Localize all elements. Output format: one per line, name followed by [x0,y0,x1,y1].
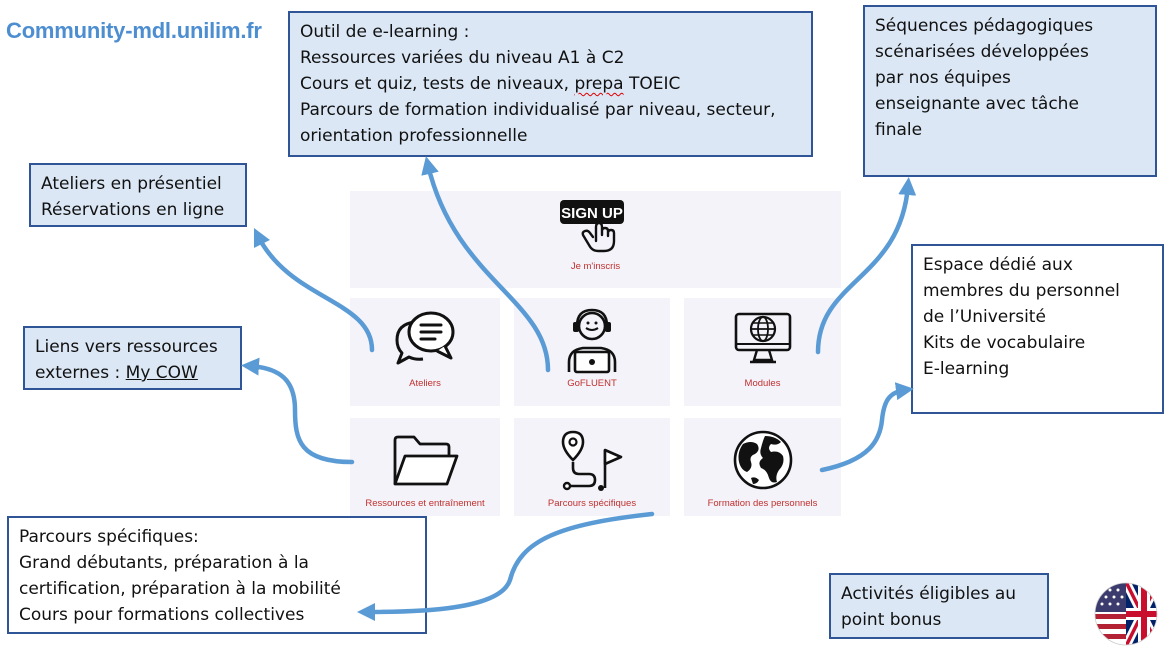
callout-text: TOEIC [623,74,681,94]
my-cow-link[interactable]: My COW [125,363,198,383]
arrow-parcours [357,511,655,621]
us-uk-flag-icon[interactable] [1094,582,1158,651]
callout-text: Cours et quiz, tests de niveaux, [300,74,575,94]
callout-liens: Liens vers ressources externes : My COW [23,326,242,390]
arrow-ressources [241,357,355,465]
callout-line: orientation professionnelle [300,126,528,146]
callout-line: Parcours spécifiques: [19,527,199,547]
callout-line: Cours et quiz, tests de niveaux, prepa T… [300,71,801,97]
tile-label: Ressources et entraînement [365,498,485,509]
tile-label: Ateliers [409,378,441,389]
callout-line: E-learning [923,359,1010,379]
arrow-modules [815,177,917,355]
callout-line: Ressources variées du niveau A1 à C2 [300,48,625,68]
callout-line: enseignante avec tâche [875,94,1079,114]
route-flag-icon [557,428,627,499]
tile-label: GoFLUENT [567,378,617,389]
tile-formation[interactable]: Formation des personnels [684,418,841,516]
headset-user-icon [559,306,625,381]
tile-ressources[interactable]: Ressources et entraînement [350,418,500,516]
chat-bubbles-icon [389,308,461,377]
callout-bonus: Activités éligibles au point bonus [829,573,1049,639]
callout-line: Liens vers ressources [35,337,218,357]
callout-line: externes : My COW [35,360,230,386]
tile-signup[interactable]: SIGN UP Je m'inscris [350,191,841,288]
tile-ateliers[interactable]: Ateliers [350,298,500,406]
arrow-gofluent [421,156,551,373]
sign-up-text: SIGN UP [561,205,623,222]
folder-icon [389,432,461,495]
tile-label: Formation des personnels [707,498,818,509]
tile-modules[interactable]: Modules [684,298,841,406]
callout-line: Ateliers en présentiel [41,174,222,194]
tile-parcours[interactable]: Parcours spécifiques [514,418,670,516]
tile-label: Parcours spécifiques [547,498,637,509]
callout-line: point bonus [841,610,942,630]
callout-line: par nos équipes [875,68,1011,88]
callout-text: externes : [35,363,126,383]
callout-line: Outil de e-learning : [300,22,470,42]
callout-line: Cours pour formations collectives [19,605,305,625]
callout-line: Activités éligibles au [841,584,1017,604]
callout-line: Kits de vocabulaire [923,333,1086,353]
callout-line: de l’Université [923,307,1046,327]
sign-up-icon: SIGN UP [556,197,636,258]
callout-ateliers: Ateliers en présentiel Réservations en l… [29,163,247,227]
callout-line: Espace dédié aux [923,255,1073,275]
callout-line: Réservations en ligne [41,200,225,220]
callout-elearning: Outil de e-learning : Ressources variées… [288,11,813,157]
tile-label: Modules [744,378,781,389]
callout-line: membres du personnel [923,281,1120,301]
callout-line: certification, préparation à la mobilité [19,579,341,599]
tile-gofluent[interactable]: GoFLUENT [514,298,670,406]
callout-line: Séquences pédagogiques [875,16,1094,36]
callout-line: Grand débutants, préparation à la [19,553,309,573]
world-globe-icon [731,428,795,497]
callout-line: finale [875,120,923,140]
site-title[interactable]: Community-mdl.unilim.fr [6,18,262,43]
spellcheck-word: prepa [574,74,624,94]
callout-parcours: Parcours spécifiques: Grand débutants, p… [7,516,427,634]
tile-label: Je m'inscris [570,261,621,272]
callout-sequences: Séquences pédagogiques scénarisées dével… [863,5,1157,177]
globe-monitor-icon [732,308,794,373]
callout-line: scénarisées développées [875,42,1089,62]
callout-personnel: Espace dédié aux membres du personnel de… [911,244,1164,414]
callout-line: Parcours de formation individualisé par … [300,100,776,120]
arrow-formation [819,382,914,473]
arrow-ateliers [253,227,375,353]
